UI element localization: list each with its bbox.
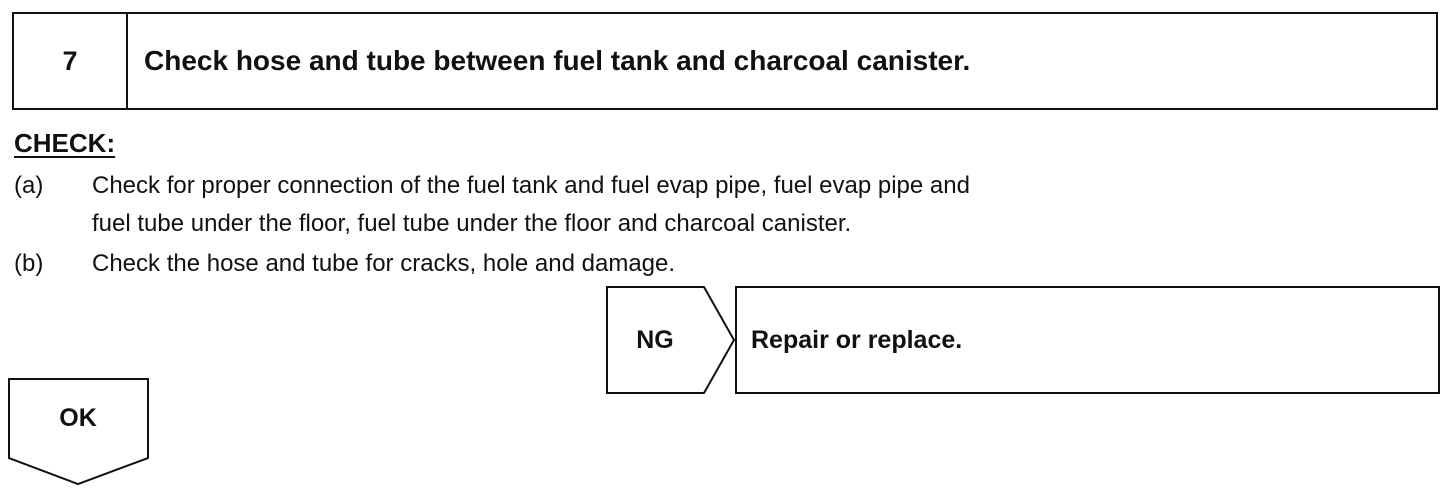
ok-arrow-shape: [8, 378, 149, 486]
ng-action-box: Repair or replace.: [735, 286, 1440, 394]
step-number: 7: [14, 14, 128, 108]
ng-action-text: Repair or replace.: [751, 325, 963, 354]
check-item-letter: (a): [14, 172, 44, 199]
ok-label: OK: [59, 403, 97, 432]
check-item-text-line: Check for proper connection of the fuel …: [92, 172, 970, 199]
check-item-text-line: fuel tube under the floor, fuel tube und…: [92, 210, 852, 237]
step-header: 7 Check hose and tube between fuel tank …: [12, 12, 1438, 110]
ng-arrow-shape: [606, 286, 736, 394]
check-item-letter: (b): [14, 250, 44, 277]
ng-label: NG: [636, 325, 674, 354]
step-title: Check hose and tube between fuel tank an…: [144, 45, 971, 76]
check-item-text-line: Check the hose and tube for cracks, hole…: [92, 250, 676, 277]
check-heading: CHECK:: [14, 128, 116, 158]
